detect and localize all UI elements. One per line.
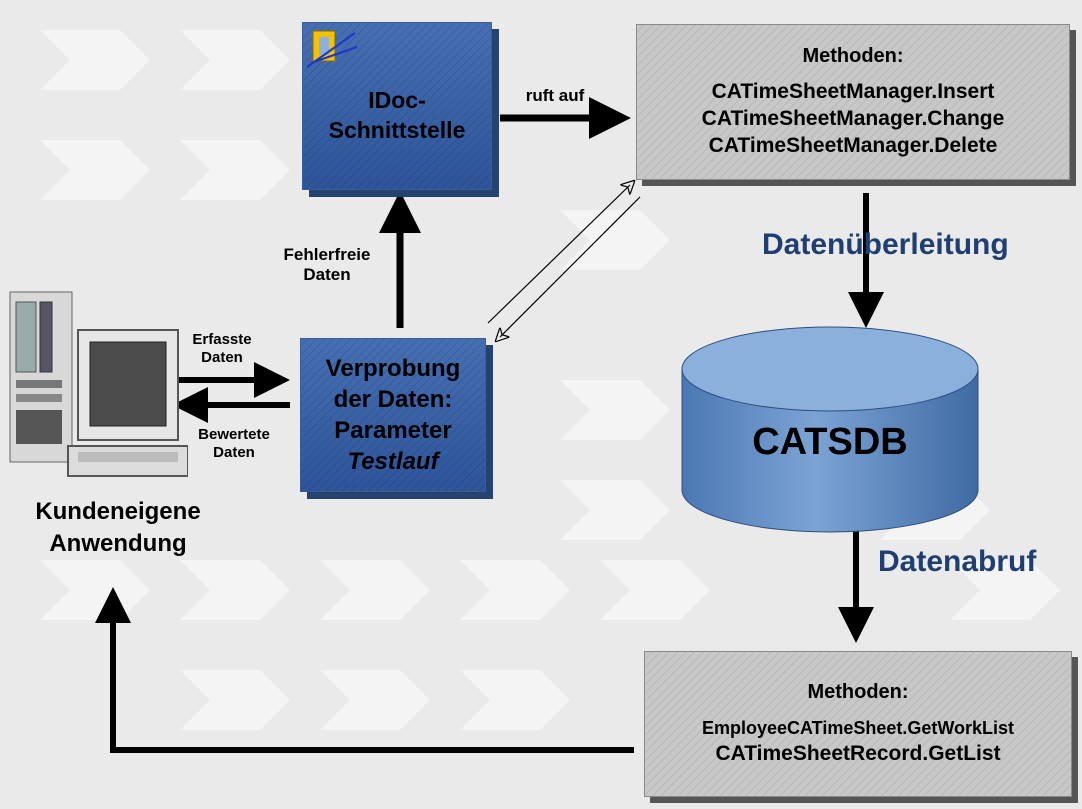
- interface-icon: [307, 30, 358, 68]
- captured-label-line1: Erfasste: [192, 331, 252, 348]
- validation-line1: Verprobung: [325, 354, 461, 382]
- database-label: CATSDB: [752, 421, 908, 463]
- error-free-label: Fehlerfreie Daten: [262, 245, 392, 286]
- error-free-label-line1: Fehlerfreie: [283, 245, 371, 264]
- database-cylinder: [681, 326, 979, 533]
- app-label-line1: Kundeneigene: [35, 498, 201, 525]
- data-retrieval-label: Datenabruf: [878, 545, 1037, 578]
- captured-data-label: Erfasste Daten: [172, 331, 272, 367]
- methods-top-box: Methoden: CATimeSheetManager.Insert CATi…: [636, 24, 1070, 180]
- arrow-methods-to-check-thin: [500, 196, 641, 337]
- data-transfer-label: Datenüberleitung: [762, 228, 1009, 261]
- evaluated-data-label: Bewertete Daten: [184, 426, 284, 462]
- app-label-line2: Anwendung: [49, 530, 187, 558]
- error-free-label-line2: Daten: [303, 265, 351, 285]
- arrow-return-to-app: [95, 587, 634, 753]
- calls-label: ruft auf: [525, 86, 585, 105]
- methods-top-item: CATimeSheetManager.Change: [701, 107, 1005, 131]
- validation-line4: Testlauf: [347, 448, 439, 476]
- captured-label-line2: Daten: [201, 349, 243, 366]
- methods-bottom-box: Methoden: EmployeeCATimeSheet.GetWorkLis…: [644, 651, 1072, 797]
- evaluated-label-line2: Daten: [213, 444, 255, 461]
- methods-bottom-item: CATimeSheetRecord.GetList: [715, 742, 1001, 766]
- validation-line2: der Daten:: [333, 385, 453, 413]
- idoc-interface-box: IDoc- Schnittstelle: [302, 22, 492, 190]
- validation-line3: Parameter: [334, 417, 452, 444]
- methods-top-title: Methoden:: [802, 44, 904, 67]
- idoc-label-line1: IDoc-: [368, 87, 426, 114]
- idoc-label-line2: Schnittstelle: [328, 117, 466, 143]
- validation-box: Verprobung der Daten: Parameter Testlauf: [300, 338, 486, 492]
- computer-icon: [9, 291, 188, 477]
- arrow-check-to-methods-thin: [487, 185, 630, 324]
- evaluated-label-line1: Bewertete: [198, 426, 270, 443]
- methods-bottom-title: Methoden:: [807, 681, 909, 704]
- methods-bottom-item: EmployeeCATimeSheet.GetWorkList: [701, 718, 1015, 739]
- methods-top-item: CATimeSheetManager.Delete: [708, 134, 998, 158]
- methods-top-item: CATimeSheetManager.Insert: [711, 80, 995, 104]
- custom-application-label: Kundeneigene Anwendung: [0, 496, 236, 561]
